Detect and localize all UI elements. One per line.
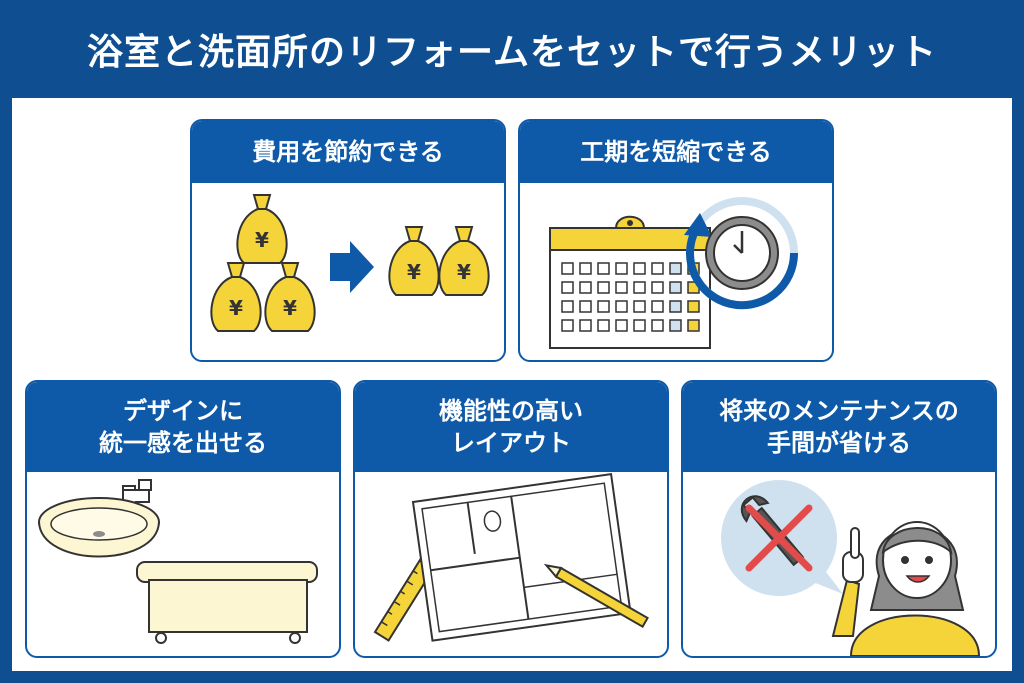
title-bar: 浴室と洗面所のリフォームをセットで行うメリット (0, 0, 1024, 98)
yen-symbol: ¥ (457, 260, 471, 284)
woman-wrench-crossed-icon (721, 480, 981, 656)
card-maintenance: 将来のメンテナンスの 手間が省ける (681, 380, 997, 658)
card-cost-body: ¥ ¥ ¥ ¥ ¥ (192, 183, 504, 360)
card-design: デザインに 統一感を出せる (25, 380, 341, 658)
wrench-crossed-icon (721, 480, 843, 596)
card-period-title: 工期を短縮できる (520, 121, 832, 183)
yen-symbol: ¥ (229, 296, 243, 320)
arrow-right-icon (330, 241, 374, 293)
card-period-body (520, 183, 832, 360)
card-cost: 費用を節約できる (190, 119, 506, 362)
sink-bathtub-icon (38, 479, 318, 644)
content-panel: 費用を節約できる (12, 98, 1012, 671)
card-design-body (27, 472, 339, 656)
clock-icon (684, 197, 799, 310)
woman-icon (831, 521, 981, 656)
card-design-title: デザインに 統一感を出せる (27, 382, 339, 472)
card-layout-body (355, 472, 667, 656)
card-layout-title: 機能性の高い レイアウト (355, 382, 667, 472)
page-title: 浴室と洗面所のリフォームをセットで行うメリット (87, 32, 937, 73)
floor-plan-icon (373, 473, 649, 642)
card-maintenance-body (683, 472, 995, 656)
money-bags-icon: ¥ ¥ ¥ ¥ ¥ (210, 194, 490, 332)
yen-symbol: ¥ (255, 228, 269, 252)
yen-symbol: ¥ (407, 260, 421, 284)
card-maintenance-title: 将来のメンテナンスの 手間が省ける (683, 382, 995, 472)
yen-symbol: ¥ (283, 296, 297, 320)
calendar-clock-icon (549, 197, 799, 349)
card-layout: 機能性の高い レイアウト (353, 380, 669, 658)
card-period: 工期を短縮できる (518, 119, 834, 362)
card-cost-title: 費用を節約できる (192, 121, 504, 183)
